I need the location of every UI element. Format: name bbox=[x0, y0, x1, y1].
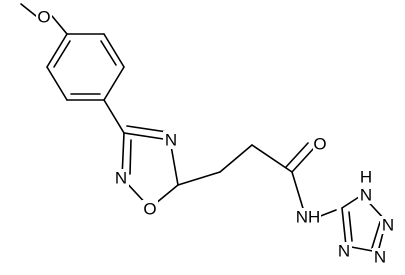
bond-carbonyl-o bbox=[291, 147, 315, 173]
bond-aryl-oxadiazole bbox=[103, 99, 125, 134]
atom-amide-nh: NH bbox=[296, 208, 321, 227]
bond-n2-c3-double bbox=[129, 139, 132, 175]
atom-labels: O N N O O NH N H N N N bbox=[36, 8, 396, 267]
atom-tetrazole-n1-h: H bbox=[360, 168, 372, 187]
bond-ring-double-3 bbox=[53, 40, 71, 68]
atom-oxadiazole-n4: N bbox=[165, 131, 177, 150]
bond-o-aryl bbox=[51, 15, 68, 35]
bond-ring-double-1 bbox=[100, 40, 117, 66]
atom-methoxy-o: O bbox=[37, 8, 50, 27]
atom-tetrazole-n2: N bbox=[382, 216, 394, 235]
bond-methyl-o bbox=[20, 3, 37, 17]
bond-ring-2 bbox=[103, 33, 125, 68]
bond-carbonyl-n bbox=[291, 171, 306, 216]
bond-c3-n4-double bbox=[126, 125, 168, 133]
atom-tetrazole-n1: N bbox=[360, 186, 372, 205]
bond-ring-3 bbox=[103, 66, 125, 101]
atom-oxadiazole-n2: N bbox=[115, 169, 127, 188]
atom-carbonyl-o: O bbox=[313, 135, 326, 154]
atom-tetrazole-n3: N bbox=[374, 248, 386, 267]
bond-carbonyl-o-double bbox=[285, 142, 309, 168]
bond-ring-5 bbox=[46, 66, 68, 101]
atom-tetrazole-n4: N bbox=[338, 242, 350, 261]
bond-tz-n4-c5-double bbox=[348, 211, 353, 242]
atom-oxadiazole-o1: O bbox=[143, 200, 156, 219]
bond-tz-n4-c5 bbox=[341, 207, 347, 247]
bonds bbox=[20, 3, 387, 253]
bond-c3-n4 bbox=[123, 132, 171, 141]
bond-tz-n2-n3-double bbox=[371, 221, 381, 249]
bond-c5-ch2 bbox=[177, 171, 221, 186]
bond-ring-6 bbox=[46, 33, 68, 68]
bond-ch2-carbonyl bbox=[251, 144, 293, 173]
bond-ch2-ch2 bbox=[219, 144, 253, 173]
